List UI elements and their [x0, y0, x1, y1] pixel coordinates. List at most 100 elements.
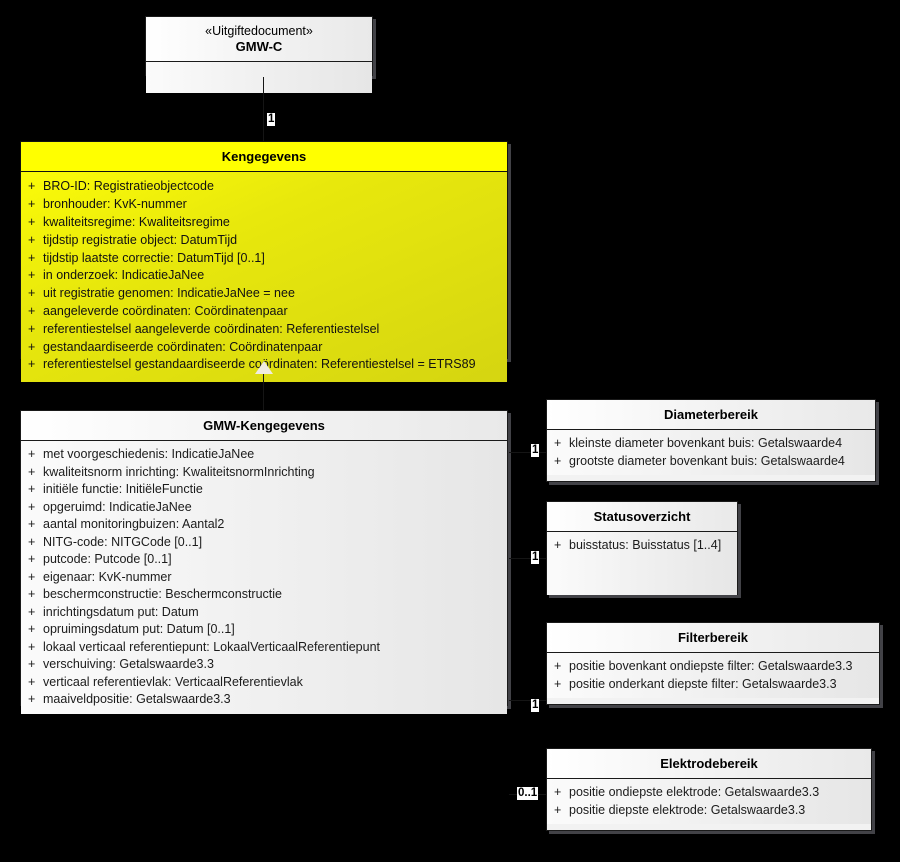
attribute-row: +maaiveldpositie: Getalswaarde3.3	[21, 691, 507, 709]
connector-generalization	[263, 374, 264, 410]
class-header-kengegevens: Kengegevens	[21, 142, 507, 173]
attribute-text: aantal monitoringbuizen: Aantal2	[43, 517, 225, 532]
generalization-arrow-icon	[255, 361, 273, 374]
multiplicity-gmwc-kengegevens: 1	[267, 113, 276, 126]
visibility-marker: +	[28, 286, 36, 301]
visibility-marker: +	[554, 659, 562, 674]
attribute-text: positie onderkant diepste filter: Getals…	[569, 676, 837, 691]
class-box-kengegevens[interactable]: Kengegevens +BRO-ID: Registratieobjectco…	[20, 141, 508, 383]
visibility-marker: +	[28, 639, 36, 654]
attribute-row: + initiële functie: InitiëleFunctie	[21, 481, 507, 499]
visibility-marker: +	[28, 482, 36, 497]
attribute-text: met voorgeschiedenis: IndicatieJaNee	[43, 447, 255, 462]
visibility-marker: +	[28, 357, 36, 372]
visibility-marker: +	[28, 604, 36, 619]
attribute-text: verticaal referentievlak: VerticaalRefer…	[43, 674, 303, 689]
visibility-marker: +	[28, 447, 36, 462]
visibility-marker: +	[28, 232, 36, 247]
attribute-row: + kwaliteitsregime: Kwaliteitsregime	[21, 214, 507, 232]
attribute-text: gestandaardiseerde coördinaten: Coördina…	[43, 339, 323, 354]
class-box-gmw-kengegevens[interactable]: GMW-Kengegevens +met voorgeschiedenis: I…	[20, 410, 508, 714]
attribute-text: NITG-code: NITGCode [0..1]	[43, 534, 203, 549]
class-box-filterbereik[interactable]: Filterbereik + positie bovenkant ondiepst…	[546, 622, 880, 705]
visibility-marker: +	[28, 657, 36, 672]
connector-gmwc-kengegevens	[263, 77, 264, 141]
attribute-row: + uit registratie genomen: IndicatieJaNee…	[21, 285, 507, 303]
attribute-text: eigenaar: KvK-nummer	[43, 569, 172, 584]
attribute-text: verschuiving: Getalswaarde3.3	[43, 657, 214, 672]
visibility-marker: +	[28, 303, 36, 318]
visibility-marker: +	[28, 339, 36, 354]
attribute-row: + eigenaar: KvK-nummer	[21, 569, 507, 587]
class-header-statusoverzicht: Statusoverzicht	[547, 502, 737, 533]
visibility-marker: +	[28, 674, 36, 689]
visibility-marker: +	[28, 692, 36, 707]
class-header-filterbereik: Filterbereik	[547, 623, 879, 654]
attribute-text: uit registratie genomen: IndicatieJaNee …	[43, 286, 295, 301]
attribute-text: kleinste diameter bovenkant buis: Getals…	[569, 436, 843, 451]
visibility-marker: +	[554, 538, 562, 553]
attribute-row: + met voorgeschiedenis: IndicatieJaNee	[21, 446, 507, 464]
attribute-row: +opruimingsdatum put: Datum [0..1]	[21, 621, 507, 639]
attribute-text: initiële functie: InitiëleFunctie	[43, 482, 203, 497]
attribute-row: +grootste diameter bovenkant buis: Getal…	[547, 453, 875, 471]
visibility-marker: +	[28, 321, 36, 336]
attribute-row: + beschermconstructie: Beschermconstructi…	[21, 586, 507, 604]
visibility-marker: +	[554, 802, 562, 817]
attribute-row: +tijdstip registratie object: DatumTijd	[21, 232, 507, 250]
attribute-text: beschermconstructie: Beschermconstructie	[43, 587, 282, 602]
class-body-gmw-c	[146, 61, 372, 94]
attribute-row: + kwaliteitsnorm inrichting: Kwaliteitsno…	[21, 464, 507, 482]
attribute-text: kwaliteitsnorm inrichting: Kwaliteitsnor…	[43, 464, 315, 479]
visibility-marker: +	[28, 268, 36, 283]
class-box-gmw-c[interactable]: «Uitgiftedocument» GMW-C	[145, 16, 373, 94]
class-header-gmw-c: «Uitgiftedocument» GMW-C	[146, 17, 372, 62]
connector-diameterbereik	[509, 452, 547, 453]
visibility-marker: +	[28, 464, 36, 479]
visibility-marker: +	[28, 569, 36, 584]
attribute-row: +BRO-ID: Registratieobjectcode	[21, 178, 507, 196]
class-box-diameterbereik[interactable]: Diameterbereik + kleinste diameter bovenk…	[546, 399, 876, 482]
attribute-row: +bronhouder: KvK-nummer	[21, 196, 507, 214]
attribute-row: +putcode: Putcode [0..1]	[21, 551, 507, 569]
visibility-marker: +	[28, 214, 36, 229]
visibility-marker: +	[28, 179, 36, 194]
attribute-text: kwaliteitsregime: Kwaliteitsregime	[43, 214, 230, 229]
class-header-diameterbereik: Diameterbereik	[547, 400, 875, 431]
attribute-row: +lokaal verticaal referentiepunt: Lokaal…	[21, 639, 507, 657]
visibility-marker: +	[554, 676, 562, 691]
attribute-row: +opgeruimd: IndicatieJaNee	[21, 499, 507, 517]
class-box-statusoverzicht[interactable]: Statusoverzicht + buisstatus: Buisstatus …	[546, 501, 738, 596]
attribute-row: +referentiestelsel aangeleverde coördina…	[21, 321, 507, 339]
visibility-marker: +	[554, 453, 562, 468]
visibility-marker: +	[554, 785, 562, 800]
visibility-marker: +	[554, 436, 562, 451]
attribute-row: +aangeleverde coördinaten: Coördinatenpa…	[21, 303, 507, 321]
class-attributes-filterbereik: + positie bovenkant ondiepste filter: Get…	[547, 653, 879, 699]
attribute-text: putcode: Putcode [0..1]	[43, 552, 172, 567]
attribute-row: + verticaal referentievlak: VerticaalRefe…	[21, 674, 507, 692]
attribute-row: +positie ondiepste elektrode: Getalswaar…	[547, 784, 871, 802]
attribute-text: buisstatus: Buisstatus [1..4]	[569, 538, 722, 553]
class-box-elektrodebereik[interactable]: Elektrodebereik +positie ondiepste elekt…	[546, 748, 872, 831]
attribute-text: in onderzoek: IndicatieJaNee	[43, 268, 205, 283]
visibility-marker: +	[28, 499, 36, 514]
visibility-marker: +	[28, 197, 36, 212]
visibility-marker: +	[28, 517, 36, 532]
attribute-row: +positie diepste elektrode: Getalswaarde…	[547, 802, 871, 820]
attribute-row: + kleinste diameter bovenkant buis: Getal…	[547, 435, 875, 453]
attribute-text: opruimingsdatum put: Datum [0..1]	[43, 622, 235, 637]
class-attributes-elektrodebereik: +positie ondiepste elektrode: Getalswaar…	[547, 779, 871, 825]
class-attributes-statusoverzicht: + buisstatus: Buisstatus [1..4]	[547, 532, 737, 596]
class-attributes-gmw-kengegevens: + met voorgeschiedenis: IndicatieJaNee + k…	[21, 441, 507, 714]
connector-filterbereik	[509, 700, 547, 701]
visibility-marker: +	[28, 587, 36, 602]
attribute-row: + positie onderkant diepste filter: Getal…	[547, 676, 879, 694]
multiplicity-diameterbereik: 1	[531, 444, 540, 457]
class-name-gmw-c: GMW-C	[235, 38, 283, 54]
attribute-row: + positie bovenkant ondiepste filter: Get…	[547, 658, 879, 676]
visibility-marker: +	[28, 250, 36, 265]
attribute-row: + verschuiving: Getalswaarde3.3	[21, 656, 507, 674]
attribute-text: positie bovenkant ondiepste filter: Geta…	[569, 659, 853, 674]
